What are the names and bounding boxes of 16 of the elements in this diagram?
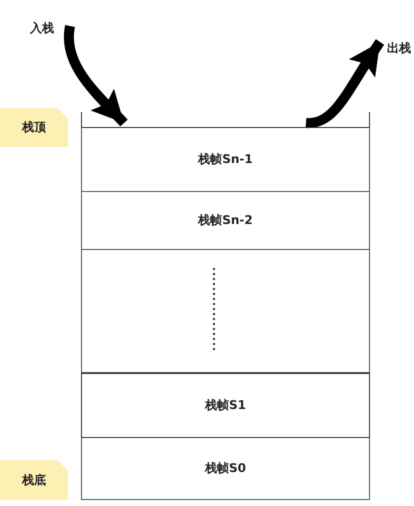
note-label: 栈顶	[22, 119, 46, 136]
note-label: 栈底	[22, 472, 46, 488]
stack-frame-box	[81, 438, 370, 500]
stack-frame-box	[81, 127, 370, 192]
curved-arrow	[64, 25, 128, 126]
stack-frame-box	[81, 373, 370, 438]
stack-operation-label: 出栈	[387, 40, 411, 56]
frame-label: 栈帧S1	[205, 397, 246, 414]
frame-label: 栈帧Sn-1	[198, 151, 253, 168]
stack-frame-box	[81, 250, 370, 373]
stack-operation-label: 入栈	[30, 20, 54, 36]
stack-frame-box	[81, 192, 370, 250]
sticky-note	[0, 460, 68, 500]
sticky-note	[0, 108, 68, 147]
frame-label: 栈帧S0	[205, 460, 246, 477]
frame-label: 栈帧Sn-2	[198, 212, 253, 229]
